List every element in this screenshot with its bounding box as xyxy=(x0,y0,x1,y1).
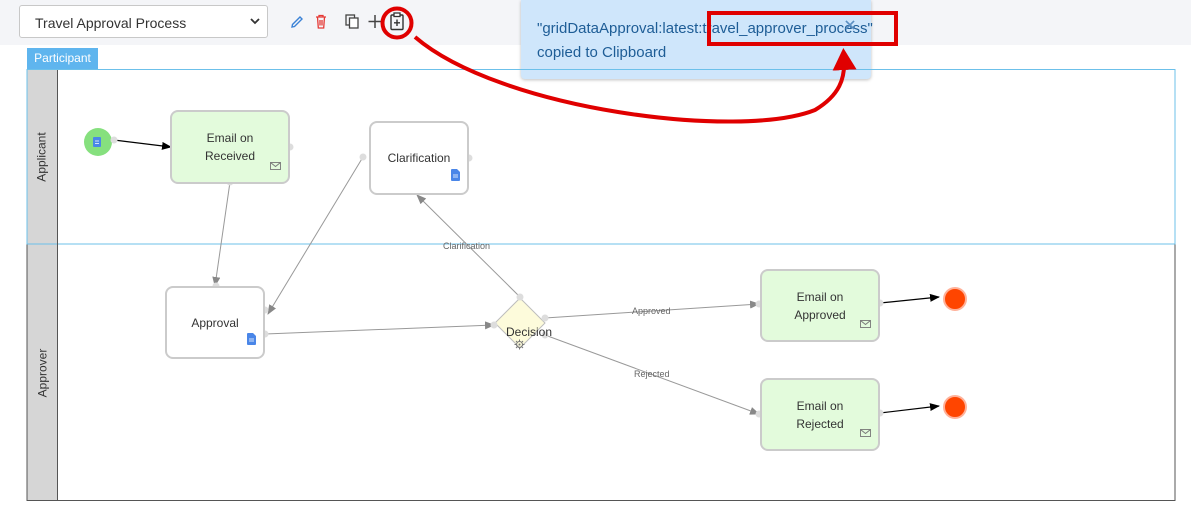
annotation-arrow xyxy=(413,35,857,124)
task-label: Email on Rejected xyxy=(796,398,844,431)
add-icon[interactable] xyxy=(367,13,383,35)
end-event-rejected[interactable] xyxy=(943,395,967,419)
task-email-on-rejected[interactable]: Email on Rejected xyxy=(760,378,880,451)
mail-icon xyxy=(860,424,871,442)
annotation-circle xyxy=(380,6,414,40)
clipboard-icon[interactable] xyxy=(389,12,405,36)
lane-label-applicant: Applicant xyxy=(27,70,57,244)
annotation-highlight-box xyxy=(707,11,898,46)
document-icon xyxy=(451,168,460,186)
chevron-down-icon xyxy=(248,14,262,33)
edge-email-rejected-to-end[interactable] xyxy=(879,403,940,414)
edge-email-received-to-approval[interactable] xyxy=(212,181,231,287)
delete-icon[interactable] xyxy=(313,13,329,35)
edge-start-to-email-received[interactable] xyxy=(113,139,172,150)
edge-approval-to-decision[interactable] xyxy=(264,321,495,335)
participant-tag[interactable]: Participant xyxy=(27,48,98,69)
gear-icon xyxy=(514,337,525,355)
task-approval[interactable]: Approval xyxy=(165,286,265,359)
edge-label-approved: Approved xyxy=(632,306,671,316)
process-select-value: Travel Approval Process xyxy=(35,15,187,31)
task-label: Approval xyxy=(191,315,239,330)
toast-close-icon[interactable] xyxy=(844,18,856,36)
edge-clarification-to-approval[interactable] xyxy=(267,156,364,315)
task-email-on-approved[interactable]: Email on Approved xyxy=(760,269,880,342)
process-select[interactable]: Travel Approval Process xyxy=(19,5,268,38)
decision-label: Decision xyxy=(506,325,553,339)
document-icon xyxy=(93,137,101,147)
edge-email-approved-to-end[interactable] xyxy=(879,293,940,304)
task-clarification[interactable]: Clarification xyxy=(369,121,469,195)
task-label: Email on Approved xyxy=(794,289,846,322)
lane-label-approver: Approver xyxy=(27,244,57,501)
edge-decision-to-email-approved[interactable] xyxy=(544,300,760,319)
process-id-highlight: travel_approver_process xyxy=(702,20,868,37)
edge-label-clarification: Clarification xyxy=(443,241,491,251)
task-label: Email on Received xyxy=(204,131,256,163)
copy-icon[interactable] xyxy=(344,13,360,35)
toast-message-line2: copied to Clipboard xyxy=(537,44,667,61)
edge-label-rejected: Rejected xyxy=(634,369,670,379)
task-email-on-received[interactable]: Email on Received xyxy=(170,110,290,184)
toast-message-line1: "gridDataApproval:latest:travel_approver… xyxy=(537,20,873,37)
edge-decision-to-email-rejected[interactable] xyxy=(544,334,760,415)
end-event-approved[interactable] xyxy=(943,287,967,311)
edit-icon[interactable] xyxy=(289,14,305,35)
edge-decision-to-clarification[interactable] xyxy=(416,194,521,298)
task-label: Clarification xyxy=(387,151,451,165)
mail-icon xyxy=(270,157,281,175)
mail-icon xyxy=(860,315,871,333)
document-icon xyxy=(247,332,256,350)
